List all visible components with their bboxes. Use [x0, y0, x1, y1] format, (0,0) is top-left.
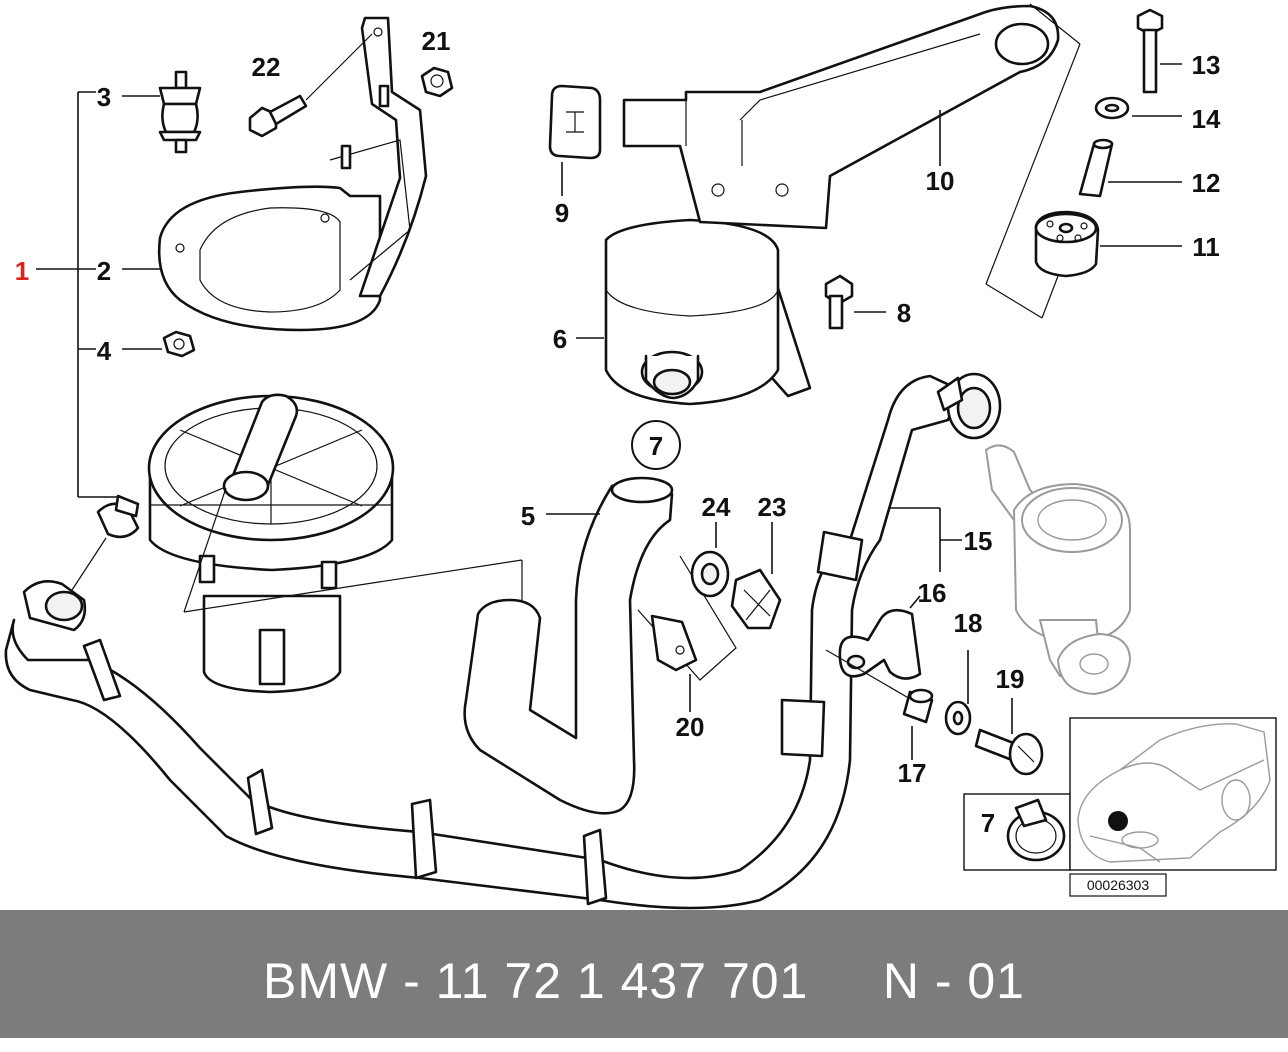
callout-24: 24 [702, 492, 731, 522]
nut-21-part [420, 66, 454, 98]
callout-20: 20 [676, 712, 705, 742]
check-valve-background [984, 444, 1132, 696]
callout-6: 6 [553, 324, 567, 354]
spacer-17-part [902, 688, 934, 760]
pump-outlet-connector [71, 494, 140, 591]
nut-4-part [122, 330, 196, 358]
support-bracket-10-part [622, 4, 1060, 230]
callout-1: 1 [15, 256, 29, 286]
air-filter-6-part [576, 218, 812, 406]
sleeve-12-part [1078, 138, 1182, 198]
callout-17: 17 [898, 758, 927, 788]
callout-8: 8 [897, 298, 911, 328]
callout-16: 16 [918, 578, 947, 608]
group-bracket-11-14 [985, 3, 1081, 319]
group-bracket-15 [888, 507, 962, 572]
callout-7-inset: 7 [981, 808, 995, 838]
callout-2: 2 [97, 256, 111, 286]
hose-end-clamp-part [936, 372, 1002, 440]
bolt-13-part [1136, 8, 1182, 94]
mounting-bracket-part [122, 16, 428, 332]
washer-18-part [944, 650, 972, 736]
callout-22: 22 [252, 52, 281, 82]
callout-9: 9 [555, 198, 569, 228]
washer-14-part [1094, 96, 1182, 120]
screw-19-part [974, 698, 1044, 776]
callout-labels: 1 2 3 4 5 6 7 7 8 9 10 11 12 13 14 15 16… [15, 26, 1221, 838]
exploded-view-drawing: 00026303 1 2 3 4 5 6 7 7 8 9 10 11 12 13… [4, 3, 1277, 910]
part-number-text: BMW - 11 72 1 437 701 N - 01 [263, 953, 1025, 1009]
group-bracket-1 [36, 91, 118, 498]
callout-13: 13 [1192, 50, 1221, 80]
rubber-block-9-part [548, 84, 602, 196]
callout-19: 19 [996, 664, 1025, 694]
valve-insert-23-part [730, 522, 782, 630]
part-number-footer: BMW - 11 72 1 437 701 N - 01 [0, 910, 1288, 1038]
reference-number: 00026303 [1087, 877, 1150, 893]
parts-diagram: 00026303 1 2 3 4 5 6 7 7 8 9 10 11 12 13… [4, 3, 1277, 910]
grommet-11-part [1034, 210, 1182, 278]
callout-4: 4 [97, 336, 112, 366]
callout-23: 23 [758, 492, 787, 522]
seal-ring-24-part [690, 522, 730, 598]
bolt-8-part [824, 274, 886, 330]
callout-7-circled: 7 [649, 431, 663, 461]
callout-5: 5 [521, 501, 535, 531]
callout-15: 15 [964, 526, 993, 556]
callout-11: 11 [1192, 232, 1220, 262]
inset-car-location [1069, 717, 1277, 871]
pipe-clamp-16-part [825, 595, 922, 701]
clip-20-part [650, 614, 698, 712]
rubber-mount-part [122, 70, 202, 154]
callout-18: 18 [954, 608, 983, 638]
callout-14: 14 [1192, 104, 1221, 134]
inset-clamp-7 [963, 793, 1071, 871]
bent-hose-5-part [463, 476, 674, 815]
lower-hose-part [4, 374, 962, 910]
air-pump-part [147, 393, 523, 694]
callout-12: 12 [1192, 168, 1221, 198]
bolt-22-part [248, 33, 373, 138]
reference-number-box: 00026303 [1069, 873, 1167, 897]
circled-callout-7 [631, 420, 681, 470]
callout-10: 10 [926, 166, 955, 196]
callout-3: 3 [97, 82, 111, 112]
callout-21: 21 [422, 26, 451, 56]
